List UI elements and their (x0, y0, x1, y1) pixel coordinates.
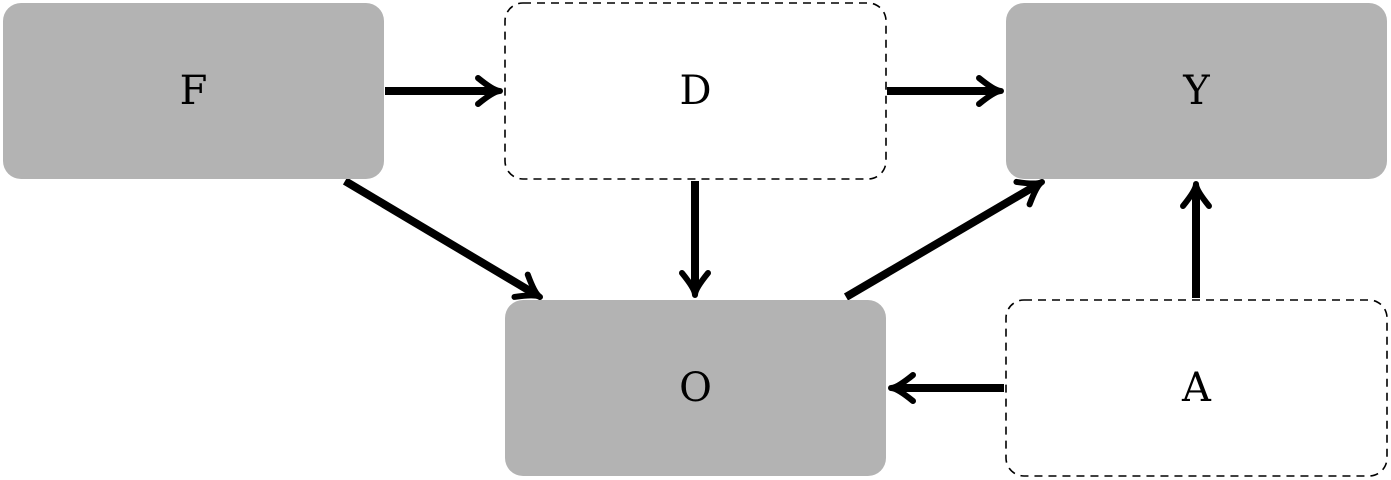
arrowhead-icon (511, 271, 543, 300)
node-label-y: Y (1182, 68, 1210, 114)
node-d: D (504, 2, 887, 180)
node-box-f (3, 3, 384, 179)
arrowhead-icon (475, 75, 503, 107)
node-label-a: A (1181, 365, 1212, 411)
edge-d-to-o (679, 181, 711, 298)
edge-a-to-y (1180, 181, 1212, 298)
node-box-y (1006, 3, 1387, 179)
edge-o-to-y (843, 178, 1045, 301)
node-label-o: O (679, 365, 712, 411)
node-f: F (3, 3, 384, 179)
node-box-a (1005, 299, 1388, 477)
nodes-layer: F D Y O A (3, 2, 1388, 477)
arrowhead-icon (888, 372, 916, 404)
edge-line (342, 177, 539, 299)
edge-f-to-o (342, 177, 543, 300)
arrowhead-icon (1013, 178, 1045, 208)
node-a: A (1005, 299, 1388, 477)
edge-a-to-o (888, 372, 1004, 404)
arrowhead-icon (1180, 181, 1212, 209)
node-label-d: D (679, 68, 711, 114)
edge-d-to-y (887, 75, 1004, 107)
node-box-o (505, 300, 886, 476)
edge-line (843, 180, 1041, 301)
node-o: O (505, 300, 886, 476)
edge-f-to-d (385, 75, 503, 107)
arrowhead-icon (976, 75, 1004, 107)
edges-layer (342, 75, 1212, 404)
node-label-f: F (180, 68, 208, 114)
node-box-d (504, 2, 887, 180)
arrowhead-icon (679, 270, 711, 298)
node-y: Y (1006, 3, 1387, 179)
